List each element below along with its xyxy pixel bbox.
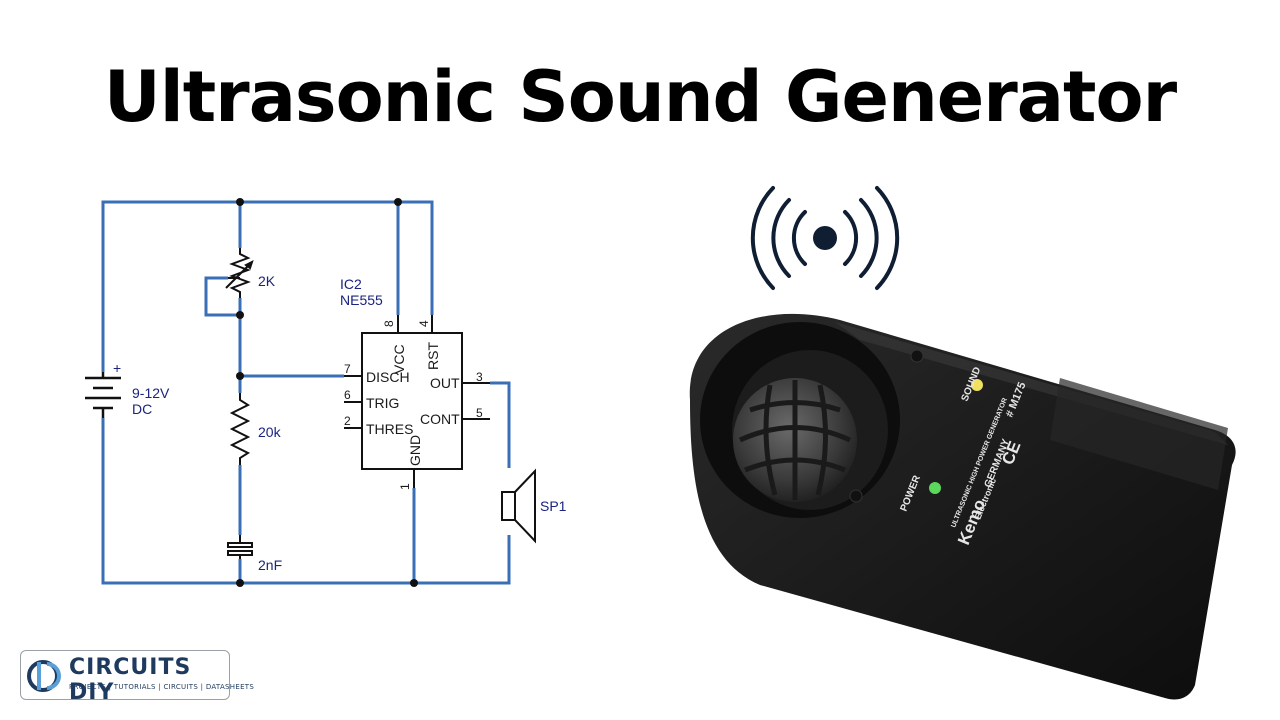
pin-label-thres: THRES bbox=[366, 421, 413, 437]
pin-label-disch: DISCH bbox=[366, 369, 410, 385]
speaker-symbol bbox=[501, 468, 536, 544]
speaker-label: SP1 bbox=[540, 498, 567, 514]
pin-number-7: 7 bbox=[344, 362, 351, 376]
battery-voltage-label: 9-12V bbox=[132, 385, 170, 401]
pin-label-vcc: VCC bbox=[391, 344, 407, 374]
page-title: Ultrasonic Sound Generator bbox=[103, 56, 1177, 138]
pin-label-gnd: GND bbox=[407, 435, 423, 466]
ic-ref: IC2 bbox=[340, 276, 362, 292]
logo-name: CIRCUITS DIY bbox=[69, 655, 192, 705]
capacitor-symbol bbox=[227, 535, 253, 559]
pin-number-3: 3 bbox=[476, 370, 483, 384]
logo-tagline: PROJECTS | TUTORIALS | CIRCUITS | DATASH… bbox=[69, 683, 255, 691]
pin-label-out: OUT bbox=[430, 375, 460, 391]
pin-label-trig: TRIG bbox=[366, 395, 399, 411]
pin-number-1: 1 bbox=[398, 483, 412, 490]
pin-label-rst: RST bbox=[425, 342, 441, 370]
pin-label-cont: CONT bbox=[420, 411, 460, 427]
battery-plus-label: + bbox=[113, 360, 121, 376]
potentiometer-symbol bbox=[225, 248, 254, 298]
battery-symbol bbox=[85, 372, 121, 418]
pin-number-2: 2 bbox=[344, 414, 351, 428]
junction-dots bbox=[236, 198, 418, 587]
pin-number-8: 8 bbox=[382, 320, 396, 327]
circuits-diy-logo[interactable]: CIRCUITS DIY PROJECTS | TUTORIALS | CIRC… bbox=[20, 650, 254, 705]
potentiometer-value: 2K bbox=[258, 273, 276, 289]
capacitor-value: 2nF bbox=[258, 557, 282, 573]
circuits-diy-logo-icon bbox=[27, 660, 61, 692]
battery-type-label: DC bbox=[132, 401, 152, 417]
resistor-symbol bbox=[229, 393, 251, 465]
pin-number-6: 6 bbox=[344, 388, 351, 402]
wires bbox=[101, 200, 511, 585]
pin-number-4: 4 bbox=[417, 320, 431, 327]
pin-number-5: 5 bbox=[476, 406, 483, 420]
led-power bbox=[929, 482, 941, 494]
resistor-value: 20k bbox=[258, 424, 282, 440]
led-sound bbox=[971, 379, 983, 391]
ic-part: NE555 bbox=[340, 292, 383, 308]
